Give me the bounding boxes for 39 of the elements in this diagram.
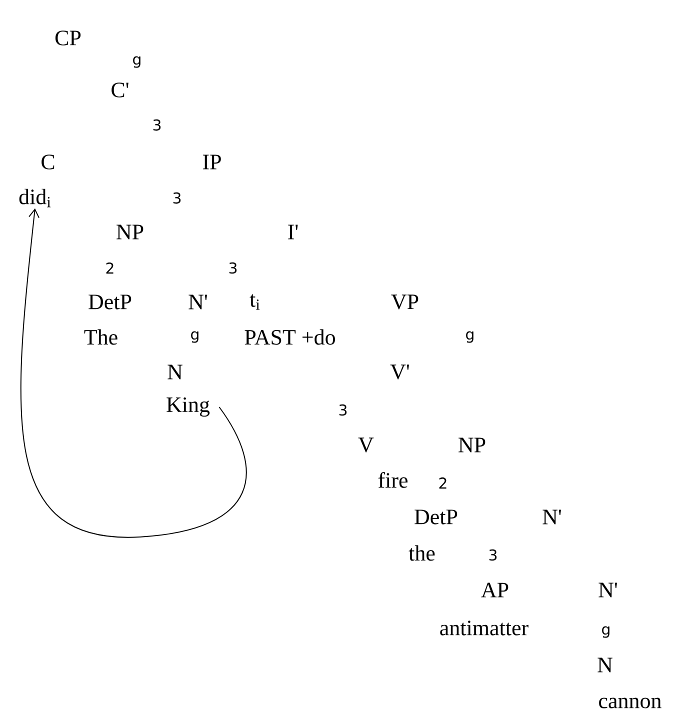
tree-label: VP [391,294,418,310]
branch-glyph: g [602,626,610,638]
tree-label: antimatter [440,620,528,636]
movement-arrow [20,208,247,538]
tree-label: cannon [599,698,662,708]
branch-glyph: 2 [439,477,446,489]
branch-glyph: 3 [229,262,237,274]
tree-label: CP [55,30,81,46]
tree-label: NP [458,438,486,452]
branch-glyph: g [133,56,140,68]
branch-glyph: g [191,331,198,343]
branch-glyph: 2 [106,262,114,274]
tree-word: did$_{i}$ [19,188,51,208]
tree-label: I' [288,224,298,240]
tree-label: N' [188,294,207,310]
tree-label: AP [481,582,508,598]
tree-label: DetP [414,510,458,524]
tree-label: NP [116,224,144,240]
branch-glyph: g [466,331,474,343]
tree-label: V' [390,364,409,380]
tree-label: fire [378,472,408,488]
tree-word: King [166,397,210,417]
tree-label: N' [598,582,617,598]
tree-label: N [168,364,182,380]
tree-label: IP [203,154,221,170]
branch-glyph: 3 [339,404,347,416]
tree-label: DetP [88,294,132,310]
branch-glyph: 3 [173,192,181,204]
tree-label: C [42,154,54,170]
tree-label: t$_{i}$ [250,294,260,310]
tree-label: C' [112,82,128,98]
branch-glyph: 3 [153,119,161,131]
tree-label: The [84,329,118,345]
branch-glyph: 3 [489,549,497,561]
tree-label: the [408,545,435,561]
tree-label: V [358,438,374,452]
tree-label: N [598,658,612,672]
tree-label: N' [542,510,561,524]
tree-label: PAST +do [244,329,335,345]
